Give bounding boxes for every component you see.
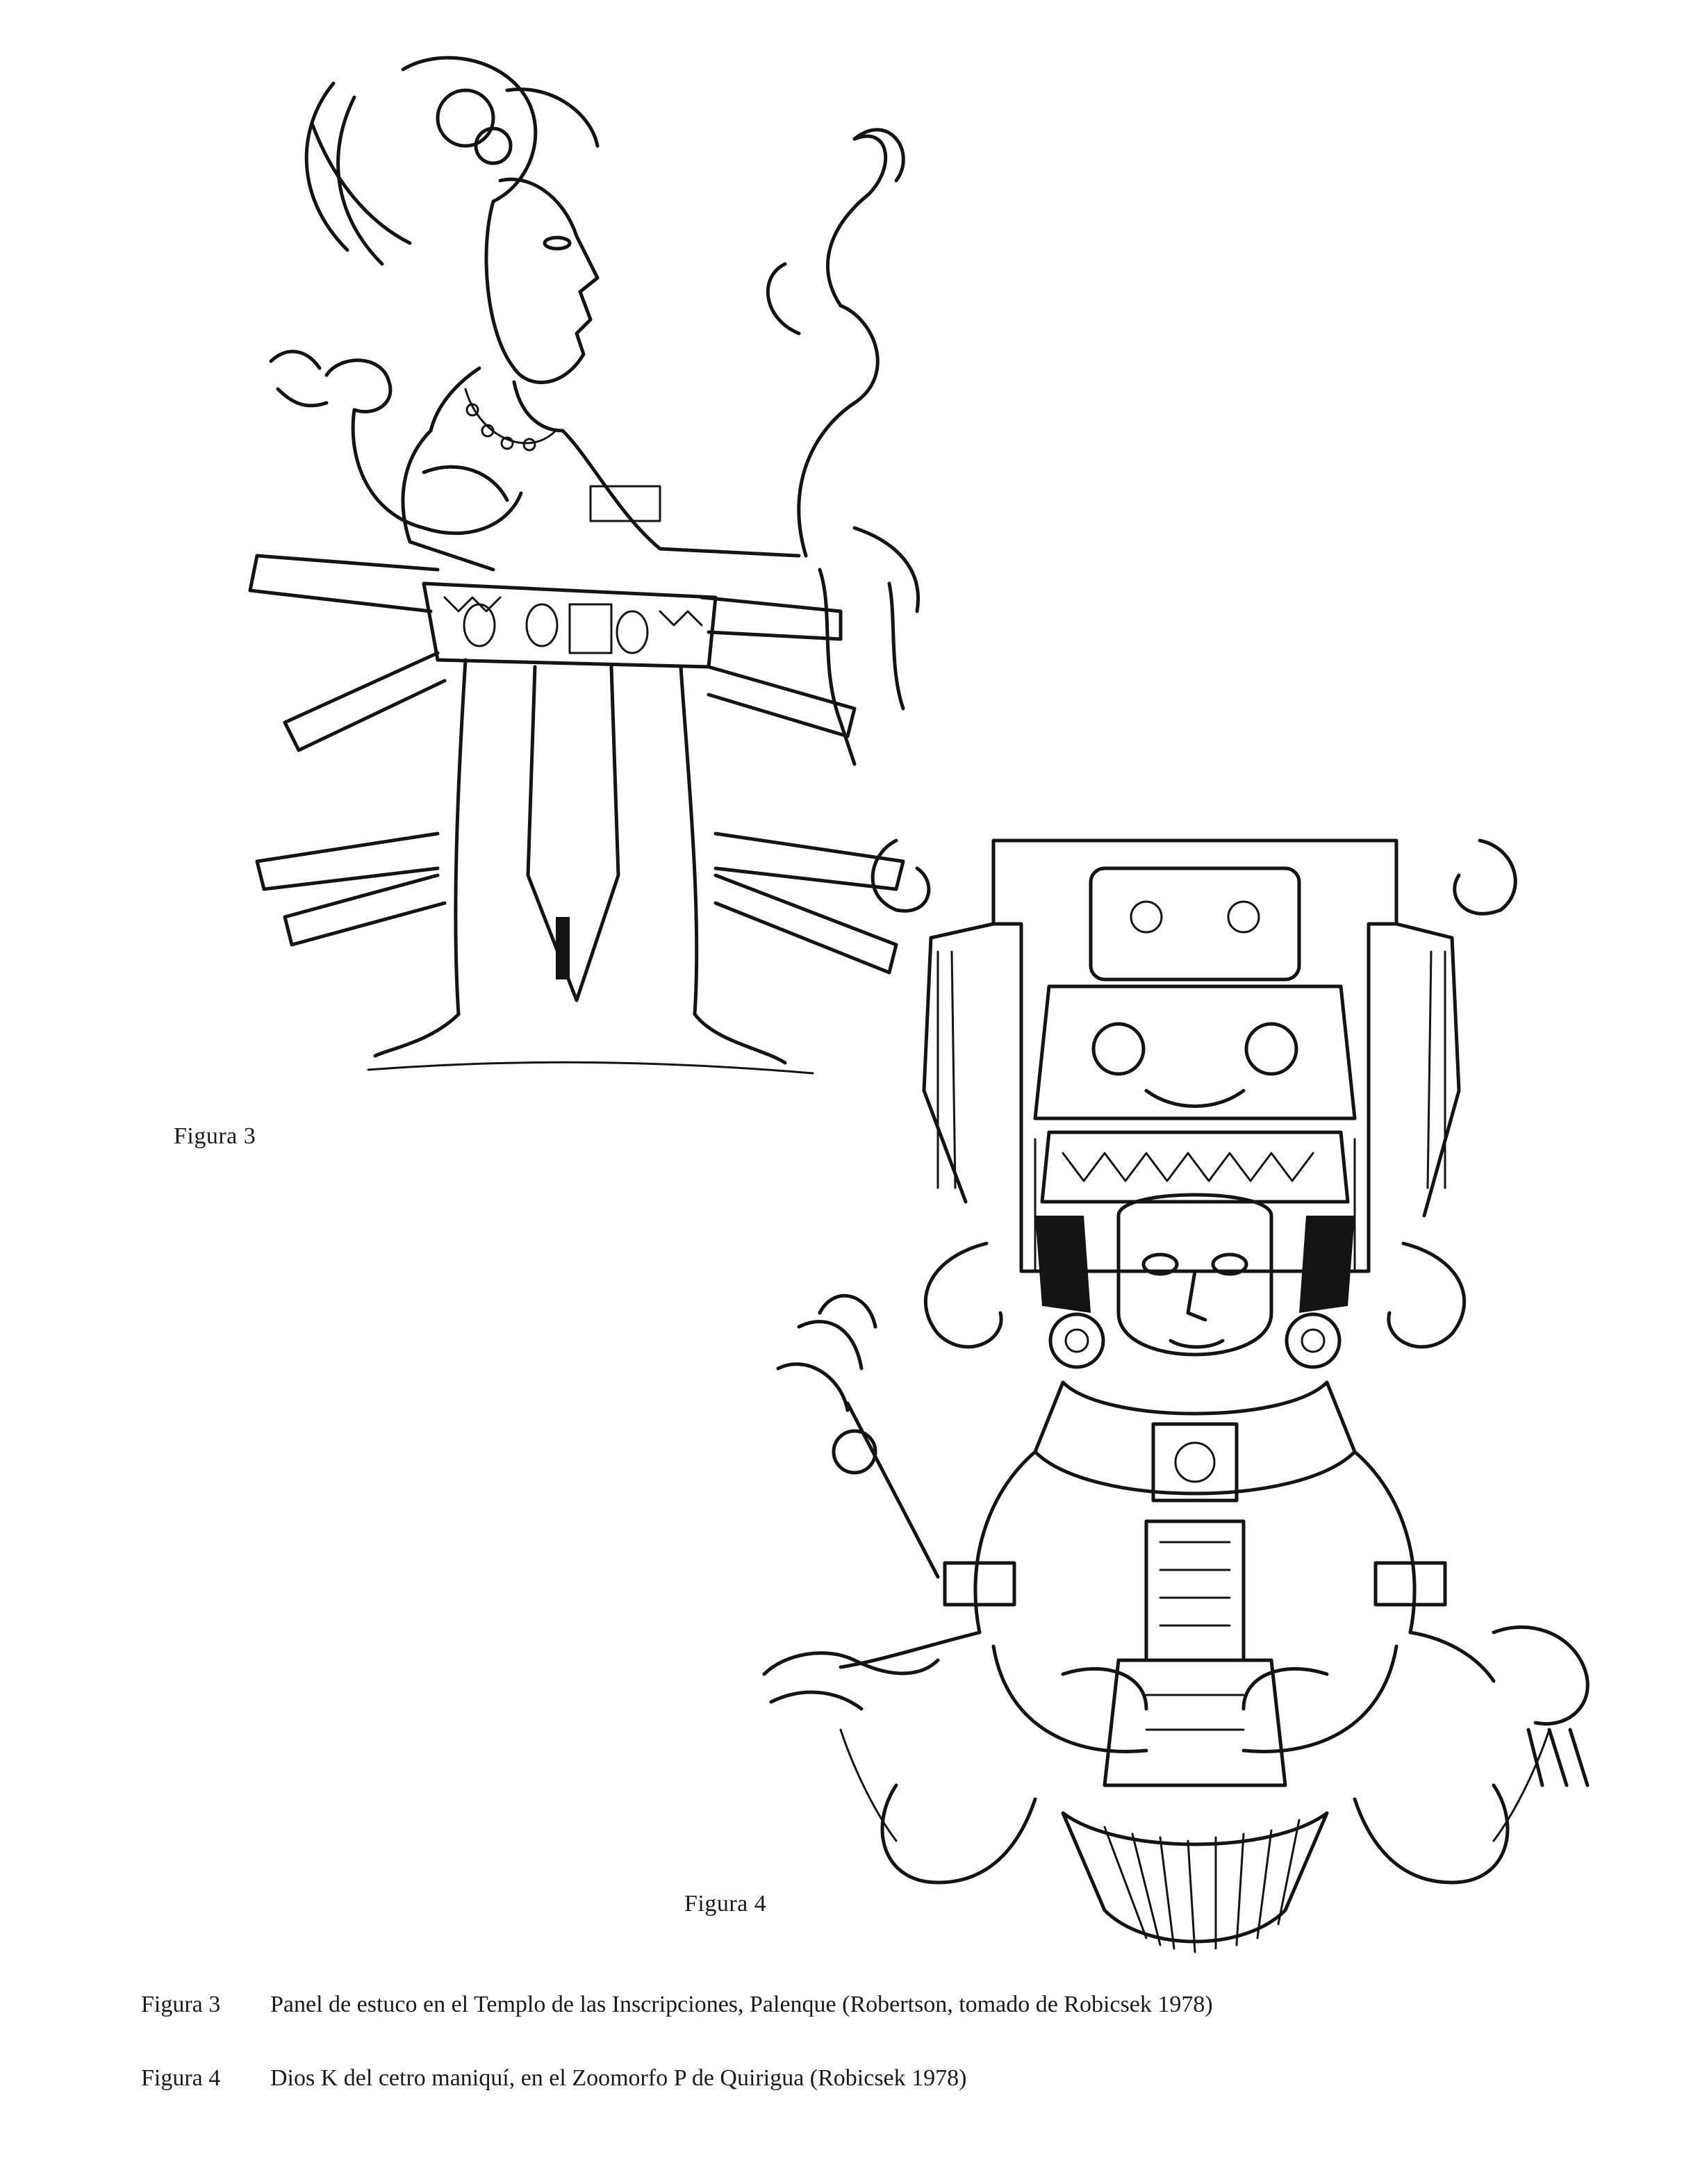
figure-4-caption: Figura 4 Dios K del cetro maniquí, en el … (141, 2065, 966, 2092)
caption-4-number: Figura 4 (141, 2065, 221, 2091)
figure-4-label: Figura 4 (684, 1891, 767, 1917)
caption-3-number: Figura 3 (141, 1992, 221, 2017)
figure-3-caption: Figura 3 Panel de estuco en el Templo de … (141, 1992, 1213, 2018)
caption-3-text: Panel de estuco en el Templo de las Insc… (270, 1992, 1213, 2017)
figure-3-label: Figura 3 (174, 1123, 256, 1149)
figure-3-drawing (229, 42, 952, 1084)
caption-4-text: Dios K del cetro maniquí, en el Zoomorfo… (270, 2065, 967, 2091)
figure-4-drawing (757, 827, 1633, 1980)
mayan-stucco-figure-illustration (248, 56, 920, 1075)
mayan-god-k-illustration (762, 838, 1590, 1953)
